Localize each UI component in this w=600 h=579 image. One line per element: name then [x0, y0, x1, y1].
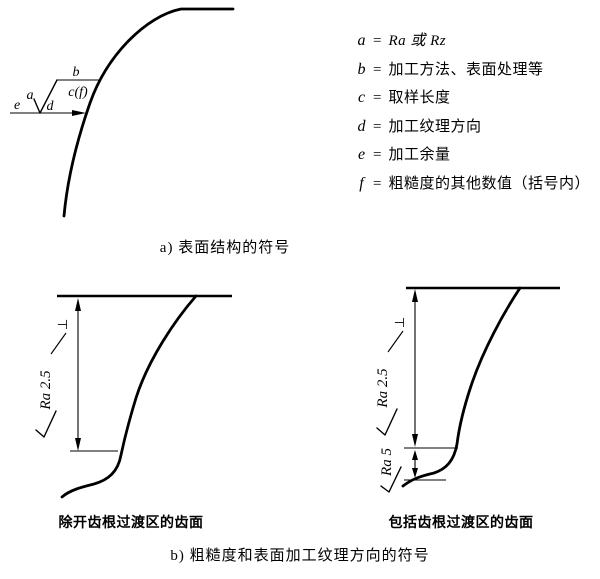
roughness-symbol-right-flank: ⊥ Ra 2.5	[375, 317, 408, 436]
legend-desc: 加工余量	[388, 147, 451, 164]
dimension-arrowhead-bottom-icon	[412, 468, 418, 478]
legend-var: c	[357, 89, 366, 107]
symbol-check-icon	[376, 408, 398, 436]
tooth-profile-curve	[62, 7, 235, 218]
perpendicular-texture-symbol: ⊥	[56, 319, 71, 330]
equals-sign: =	[373, 147, 382, 164]
legend-desc: Ra 或 Rz	[388, 33, 447, 49]
legend-item-d: d = 加工纹理方向	[355, 113, 597, 142]
caption-right-figure: 包括齿根过渡区的齿面	[388, 516, 534, 531]
legend-desc: 加工方法、表面处理等	[388, 61, 544, 78]
legend-var: f	[359, 174, 364, 192]
symbol-check-icon	[33, 79, 58, 114]
legend-item-a: a = Ra 或 Rz	[355, 27, 597, 56]
figure-a: e a d b c(f)	[10, 7, 235, 218]
symbol-letter-cf: c(f)	[68, 85, 88, 100]
symbol-letter-d: d	[47, 99, 55, 114]
legend-var: e	[357, 146, 366, 164]
tooth-flank-curve	[60, 294, 198, 499]
legend-item-f: f = 粗糙度的其他数值（括号内）	[355, 170, 597, 199]
legend-var: d	[357, 117, 366, 135]
equals-sign: =	[373, 118, 382, 135]
equals-sign: =	[373, 33, 382, 49]
perpendicular-texture-symbol: ⊥	[393, 317, 408, 328]
roughness-value-label: Ra 2.5	[375, 368, 391, 409]
leader-arrowhead-icon	[72, 110, 86, 116]
dimension-arrowhead-bottom-icon	[75, 438, 81, 451]
caption-section-a: a) 表面结构的符号	[159, 240, 291, 256]
dimension-arrowhead-mid-upper-icon	[412, 434, 418, 447]
symbol-letter-a: a	[27, 88, 34, 103]
equals-sign: =	[373, 61, 382, 78]
dimension-arrowhead-top-icon	[412, 289, 418, 302]
figure-b-right: ⊥ Ra 2.5 Ra 5	[375, 286, 560, 493]
figure-b-left: ⊥ Ra 2.5	[35, 294, 232, 499]
roughness-symbol-left: ⊥ Ra 2.5	[35, 319, 71, 438]
symbol-arm-line	[50, 332, 67, 355]
dimension-arrowhead-mid-lower-icon	[412, 450, 418, 460]
symbol-letter-e: e	[14, 98, 20, 113]
dimension-arrowhead-top-icon	[75, 298, 81, 311]
legend-item-c: c = 取样长度	[355, 84, 597, 113]
symbol-arm-line	[387, 330, 404, 353]
legend-desc: 取样长度	[388, 90, 451, 107]
caption-section-b: b) 粗糙度和表面加工纹理方向的符号	[170, 548, 430, 564]
tooth-flank-curve	[401, 286, 522, 488]
symbol-check-icon	[380, 466, 402, 493]
symbol-check-icon	[35, 410, 57, 438]
symbol-letter-b: b	[73, 65, 80, 80]
legend-desc: 粗糙度的其他数值（括号内）	[388, 175, 590, 192]
symbol-legend: a = Ra 或 Rz b = 加工方法、表面处理等 c = 取样长度 d = …	[355, 27, 597, 199]
equals-sign: =	[373, 90, 382, 107]
roughness-value-label: Ra 2.5	[38, 370, 54, 411]
legend-var: b	[357, 60, 366, 78]
legend-var: a	[357, 32, 366, 49]
roughness-value-label: Ra 5	[379, 448, 395, 477]
legend-desc: 加工纹理方向	[388, 118, 482, 135]
equals-sign: =	[373, 175, 382, 192]
surface-texture-symbol: e a d b c(f)	[10, 65, 101, 116]
legend-item-e: e = 加工余量	[355, 141, 597, 170]
caption-left-figure: 除开齿根过渡区的齿面	[58, 516, 204, 531]
legend-item-b: b = 加工方法、表面处理等	[355, 56, 597, 85]
roughness-symbol-right-root: Ra 5	[379, 448, 402, 493]
